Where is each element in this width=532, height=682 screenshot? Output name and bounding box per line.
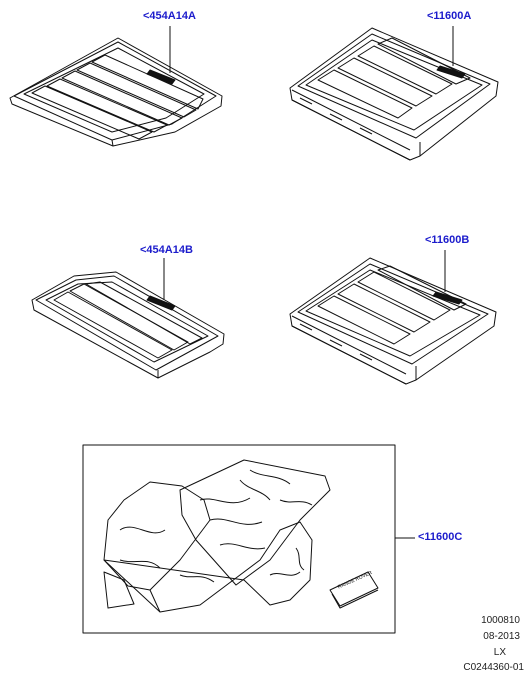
footer-code-3: LX: [493, 647, 506, 658]
kit-box-frame: [82, 444, 396, 634]
cargo-tray-2: [289, 250, 497, 385]
floor-mat-flat-2: [31, 258, 225, 379]
callout-11600b[interactable]: <11600B: [425, 234, 470, 246]
callout-454a14a[interactable]: <454A14A: [143, 10, 196, 22]
protective-cover-kit: [103, 459, 331, 613]
range-rover-badge-card: [329, 571, 379, 609]
footer-code-2: 08-2013: [483, 631, 520, 642]
callout-11600c[interactable]: <11600C: [418, 531, 463, 543]
callout-454a14b[interactable]: <454A14B: [140, 244, 193, 256]
footer-code-4: C0244360-01: [463, 662, 524, 673]
cargo-tray-1: [289, 26, 499, 161]
floor-mat-flat-1: [9, 26, 223, 147]
callout-11600a[interactable]: <11600A: [427, 10, 472, 22]
footer-code-1: 1000810: [481, 615, 520, 626]
